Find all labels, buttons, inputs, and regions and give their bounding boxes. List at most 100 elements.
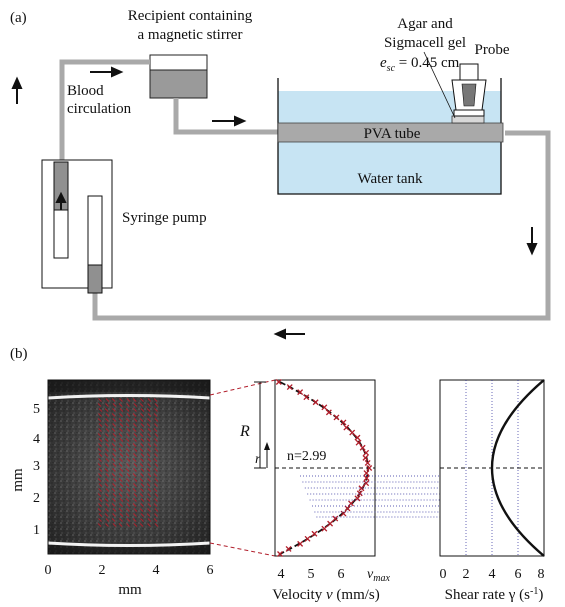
panel-a-label: (a) — [10, 10, 27, 26]
vtick-6: 6 — [338, 567, 345, 582]
gel-label-line2: Sigmacell gel — [384, 35, 466, 51]
tracking-marker — [147, 443, 152, 447]
tracking-marker — [126, 413, 131, 417]
lower-wall — [47, 541, 211, 547]
arrow-up-icon — [55, 191, 67, 210]
tracking-marker — [111, 413, 116, 417]
velocity-marker — [366, 465, 373, 471]
tracking-marker — [105, 398, 110, 402]
tracking-marker — [147, 488, 152, 492]
tracking-marker — [98, 438, 103, 442]
tracking-marker — [118, 493, 123, 497]
tracking-marker — [97, 433, 102, 437]
ytick-2: 2 — [33, 491, 40, 506]
tracking-marker — [154, 513, 158, 517]
tracking-marker — [140, 443, 144, 447]
tracking-marker — [132, 503, 137, 507]
tracking-marker — [154, 478, 159, 482]
velocity-marker — [364, 459, 371, 466]
tracking-marker — [147, 428, 152, 432]
velocity-marker — [285, 545, 292, 552]
arrow-up-icon — [264, 442, 270, 450]
tracking-marker — [126, 403, 130, 407]
tracking-marker — [140, 438, 145, 442]
tracking-marker — [119, 438, 124, 442]
tracking-marker — [133, 418, 138, 422]
panel-b-label: (b) — [10, 346, 28, 362]
tracking-marker — [126, 398, 131, 402]
recipient-label-line1: Recipient containing — [128, 8, 253, 24]
tracking-marker — [147, 473, 152, 477]
tracking-marker — [119, 488, 123, 492]
tracking-marker — [147, 518, 152, 522]
tracking-marker — [153, 518, 158, 522]
tracking-marker — [147, 413, 152, 417]
tracking-marker — [112, 513, 116, 517]
vmax-label: vmax — [367, 567, 390, 584]
tracking-marker — [133, 468, 137, 472]
shear-plot — [439, 379, 545, 557]
speckle-tracking-markers — [97, 398, 159, 527]
velocity-marker — [333, 414, 340, 421]
tracking-marker — [133, 433, 138, 437]
vtick-5: 5 — [308, 567, 315, 582]
tracking-marker — [125, 468, 130, 472]
tracking-marker — [154, 423, 158, 427]
velocity-marker — [358, 485, 365, 492]
tracking-marker — [147, 448, 151, 452]
tracking-marker — [119, 518, 123, 522]
shear-profile — [490, 379, 545, 557]
tracking-marker — [105, 418, 109, 422]
tracking-marker — [146, 468, 151, 472]
tracking-marker — [126, 518, 131, 522]
tracking-marker — [132, 398, 137, 402]
velocity-xlabel-var: v — [326, 587, 333, 603]
tracking-marker — [133, 403, 138, 407]
velocity-marker — [312, 399, 319, 406]
tracking-marker — [118, 523, 123, 527]
velocity-marker — [359, 444, 366, 451]
esc-sub: sc — [387, 63, 396, 74]
ultrasound-xlabel: mm — [118, 582, 142, 598]
tracking-marker — [140, 398, 144, 402]
tracking-marker — [119, 513, 124, 517]
arrow-left-icon — [273, 328, 305, 340]
tracking-marker — [118, 403, 123, 407]
tracking-marker — [126, 428, 131, 432]
tracking-marker — [153, 443, 158, 447]
tracking-marker — [119, 483, 124, 487]
velocity-xlabel-text: Velocity — [272, 587, 326, 603]
syringe-pump-label: Syringe pump — [122, 210, 207, 226]
tracking-marker — [125, 513, 130, 517]
pipe-return — [92, 130, 551, 321]
tracking-marker — [105, 458, 110, 462]
tracking-marker — [139, 508, 144, 512]
tracking-marker — [154, 453, 158, 457]
velocity-marker — [356, 490, 363, 497]
tracking-marker — [133, 483, 137, 487]
tracking-marker — [140, 428, 144, 432]
vmax-sub: max — [373, 573, 390, 584]
tracking-marker — [146, 498, 151, 502]
tracking-marker — [118, 433, 123, 437]
tracking-marker — [98, 473, 102, 477]
tracking-marker — [132, 458, 137, 462]
tracking-marker — [147, 433, 151, 437]
tracking-marker — [126, 488, 131, 492]
tracking-marker — [97, 478, 102, 482]
arrow-right-icon — [90, 66, 124, 78]
tracking-marker — [119, 498, 124, 502]
tracking-marker — [146, 453, 151, 457]
syringe-pump — [41, 159, 113, 294]
gel-label-line1: Agar and — [397, 16, 453, 32]
tracking-marker — [98, 458, 102, 462]
tracking-marker — [153, 488, 158, 492]
velocity-marker — [363, 475, 370, 482]
tracking-marker — [147, 418, 151, 422]
tracking-marker — [132, 488, 137, 492]
tracking-marker — [112, 433, 117, 437]
tracking-marker — [133, 498, 137, 502]
tracking-marker — [139, 523, 144, 527]
tracking-marker — [140, 468, 145, 472]
tracking-marker — [147, 398, 152, 402]
